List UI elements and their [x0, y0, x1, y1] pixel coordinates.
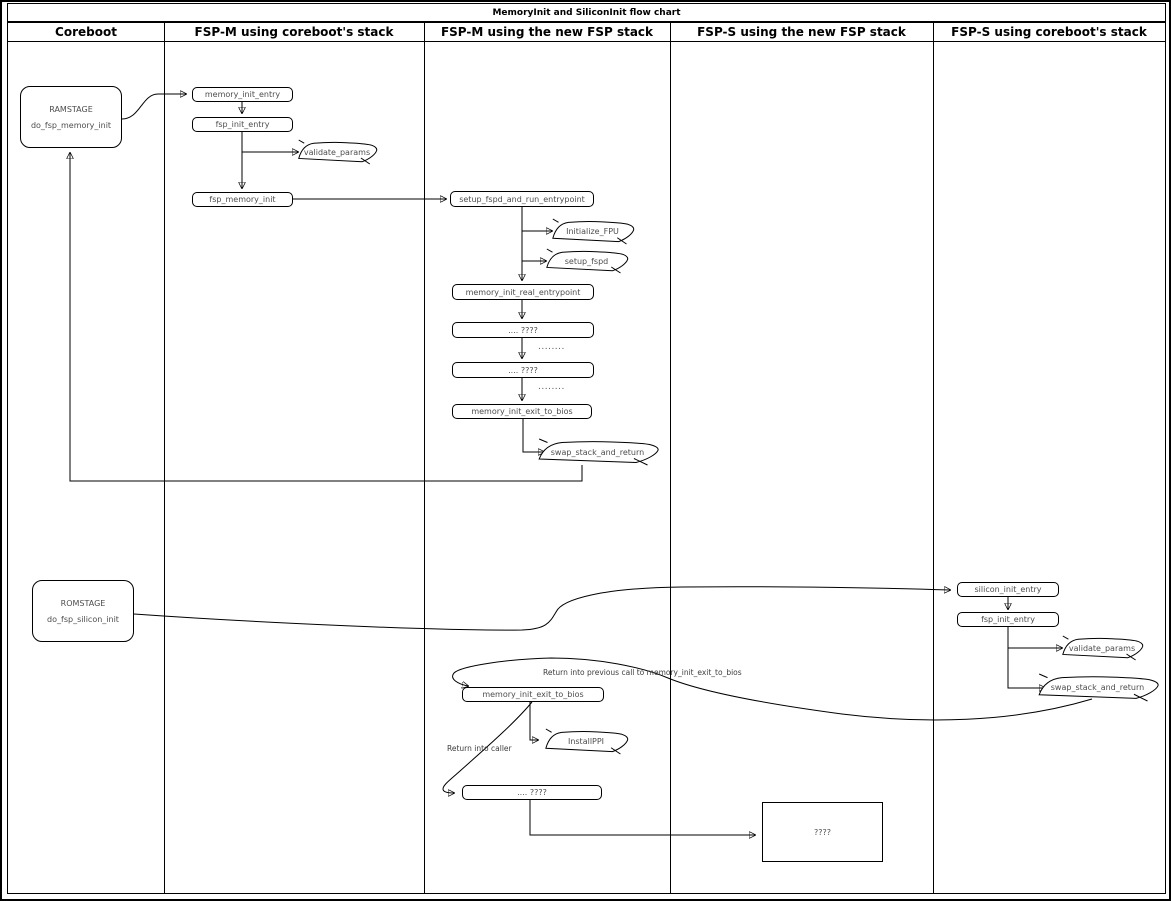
node-label: validate_params	[1068, 643, 1136, 653]
wave-swap-stack-and-return-s: swap_stack_and_return	[1035, 674, 1160, 701]
node-label: memory_init_exit_to_bios	[482, 690, 584, 699]
node-label: fsp_init_entry	[981, 615, 1035, 624]
chart-title-bar: MemoryInit and SiliconInit flow chart	[7, 3, 1166, 22]
node-label: memory_init_real_entrypoint	[465, 287, 581, 297]
node-label: fsp_memory_init	[209, 195, 276, 204]
node-label: .... ????	[508, 365, 538, 375]
lane-header-fspm-coreboot: FSP-M using coreboot's stack	[164, 23, 424, 42]
chart-title: MemoryInit and SiliconInit flow chart	[492, 7, 681, 18]
node-label: silicon_init_entry	[974, 585, 1042, 594]
node-label: validate_params	[303, 147, 371, 157]
lane-header-fspm-newstack: FSP-M using the new FSP stack	[424, 23, 670, 42]
wave-setup-fspd: setup_fspd	[544, 249, 629, 273]
node-label: memory_init_exit_to_bios	[471, 407, 573, 416]
node-ramstage-title: RAMSTAGE	[49, 104, 93, 114]
node-ramstage-sub: do_fsp_memory_init	[30, 120, 112, 130]
node-label: swap_stack_and_return	[550, 447, 645, 457]
lane-divider-1	[164, 23, 165, 893]
wave-shape	[1060, 636, 1144, 660]
node-memory-init-real-entrypoint: memory_init_real_entrypoint	[452, 284, 594, 300]
node-label: swap_stack_and_return	[1050, 683, 1145, 692]
node-label: InstallPPI	[567, 737, 605, 746]
label-ellipsis-1: ........	[538, 342, 565, 352]
wave-shape	[543, 729, 629, 754]
lane-header-coreboot: Coreboot	[8, 23, 164, 42]
node-label: memory_init_entry	[204, 90, 281, 99]
node-memory-init-exit-to-bios-1: memory_init_exit_to_bios	[452, 404, 592, 419]
wave-swap-stack-and-return-m: swap_stack_and_return	[535, 439, 660, 465]
node-unknown-box-3: .... ????	[462, 785, 602, 800]
node-label: setup_fspd	[564, 256, 609, 266]
node-unknown-box-1: .... ????	[452, 322, 594, 338]
node-silicon-init-entry: silicon_init_entry	[957, 582, 1059, 597]
swimlane-frame: Coreboot FSP-M using coreboot's stack FS…	[7, 22, 1166, 894]
node-label: fsp_init_entry	[215, 120, 270, 129]
wave-installppi: InstallPPI	[543, 729, 629, 754]
node-memory-init-entry: memory_init_entry	[192, 87, 293, 102]
label-ellipsis-2: ........	[538, 382, 565, 392]
node-romstage-title: ROMSTAGE	[60, 598, 106, 608]
node-unknown-rect: ????	[762, 802, 883, 862]
label-return-caller: Return into caller	[447, 744, 512, 753]
lane-divider-4	[933, 23, 934, 893]
wave-validate-params-s: validate_params	[1060, 636, 1144, 660]
wave-validate-params-m: validate_params	[296, 140, 378, 164]
lane-header-fsps-newstack: FSP-S using the new FSP stack	[670, 23, 933, 42]
wave-initialize-fpu: Initialize_FPU	[550, 219, 635, 244]
node-label: ????	[814, 827, 831, 837]
lane-divider-2	[424, 23, 425, 893]
node-ramstage: RAMSTAGE do_fsp_memory_init	[20, 86, 122, 148]
node-fsp-init-entry-s: fsp_init_entry	[957, 612, 1059, 627]
node-memory-init-exit-to-bios-2: memory_init_exit_to_bios	[462, 687, 604, 702]
node-label: .... ????	[517, 788, 547, 797]
node-romstage: ROMSTAGE do_fsp_silicon_init	[32, 580, 134, 642]
label-return-previous: Return into previous call to memory_init…	[543, 668, 742, 677]
lane-divider-3	[670, 23, 671, 893]
node-label: setup_fspd_and_run_entrypoint	[459, 194, 585, 204]
node-fsp-init-entry-m: fsp_init_entry	[192, 117, 293, 132]
node-romstage-sub: do_fsp_silicon_init	[47, 614, 119, 624]
node-unknown-box-2: .... ????	[452, 362, 594, 378]
node-label: .... ????	[508, 325, 538, 335]
node-setup-fspd-and-run-entrypoint: setup_fspd_and_run_entrypoint	[450, 191, 594, 207]
lane-header-fsps-coreboot: FSP-S using coreboot's stack	[933, 23, 1165, 42]
node-label: Initialize_FPU	[566, 227, 619, 236]
node-fsp-memory-init: fsp_memory_init	[192, 192, 293, 207]
